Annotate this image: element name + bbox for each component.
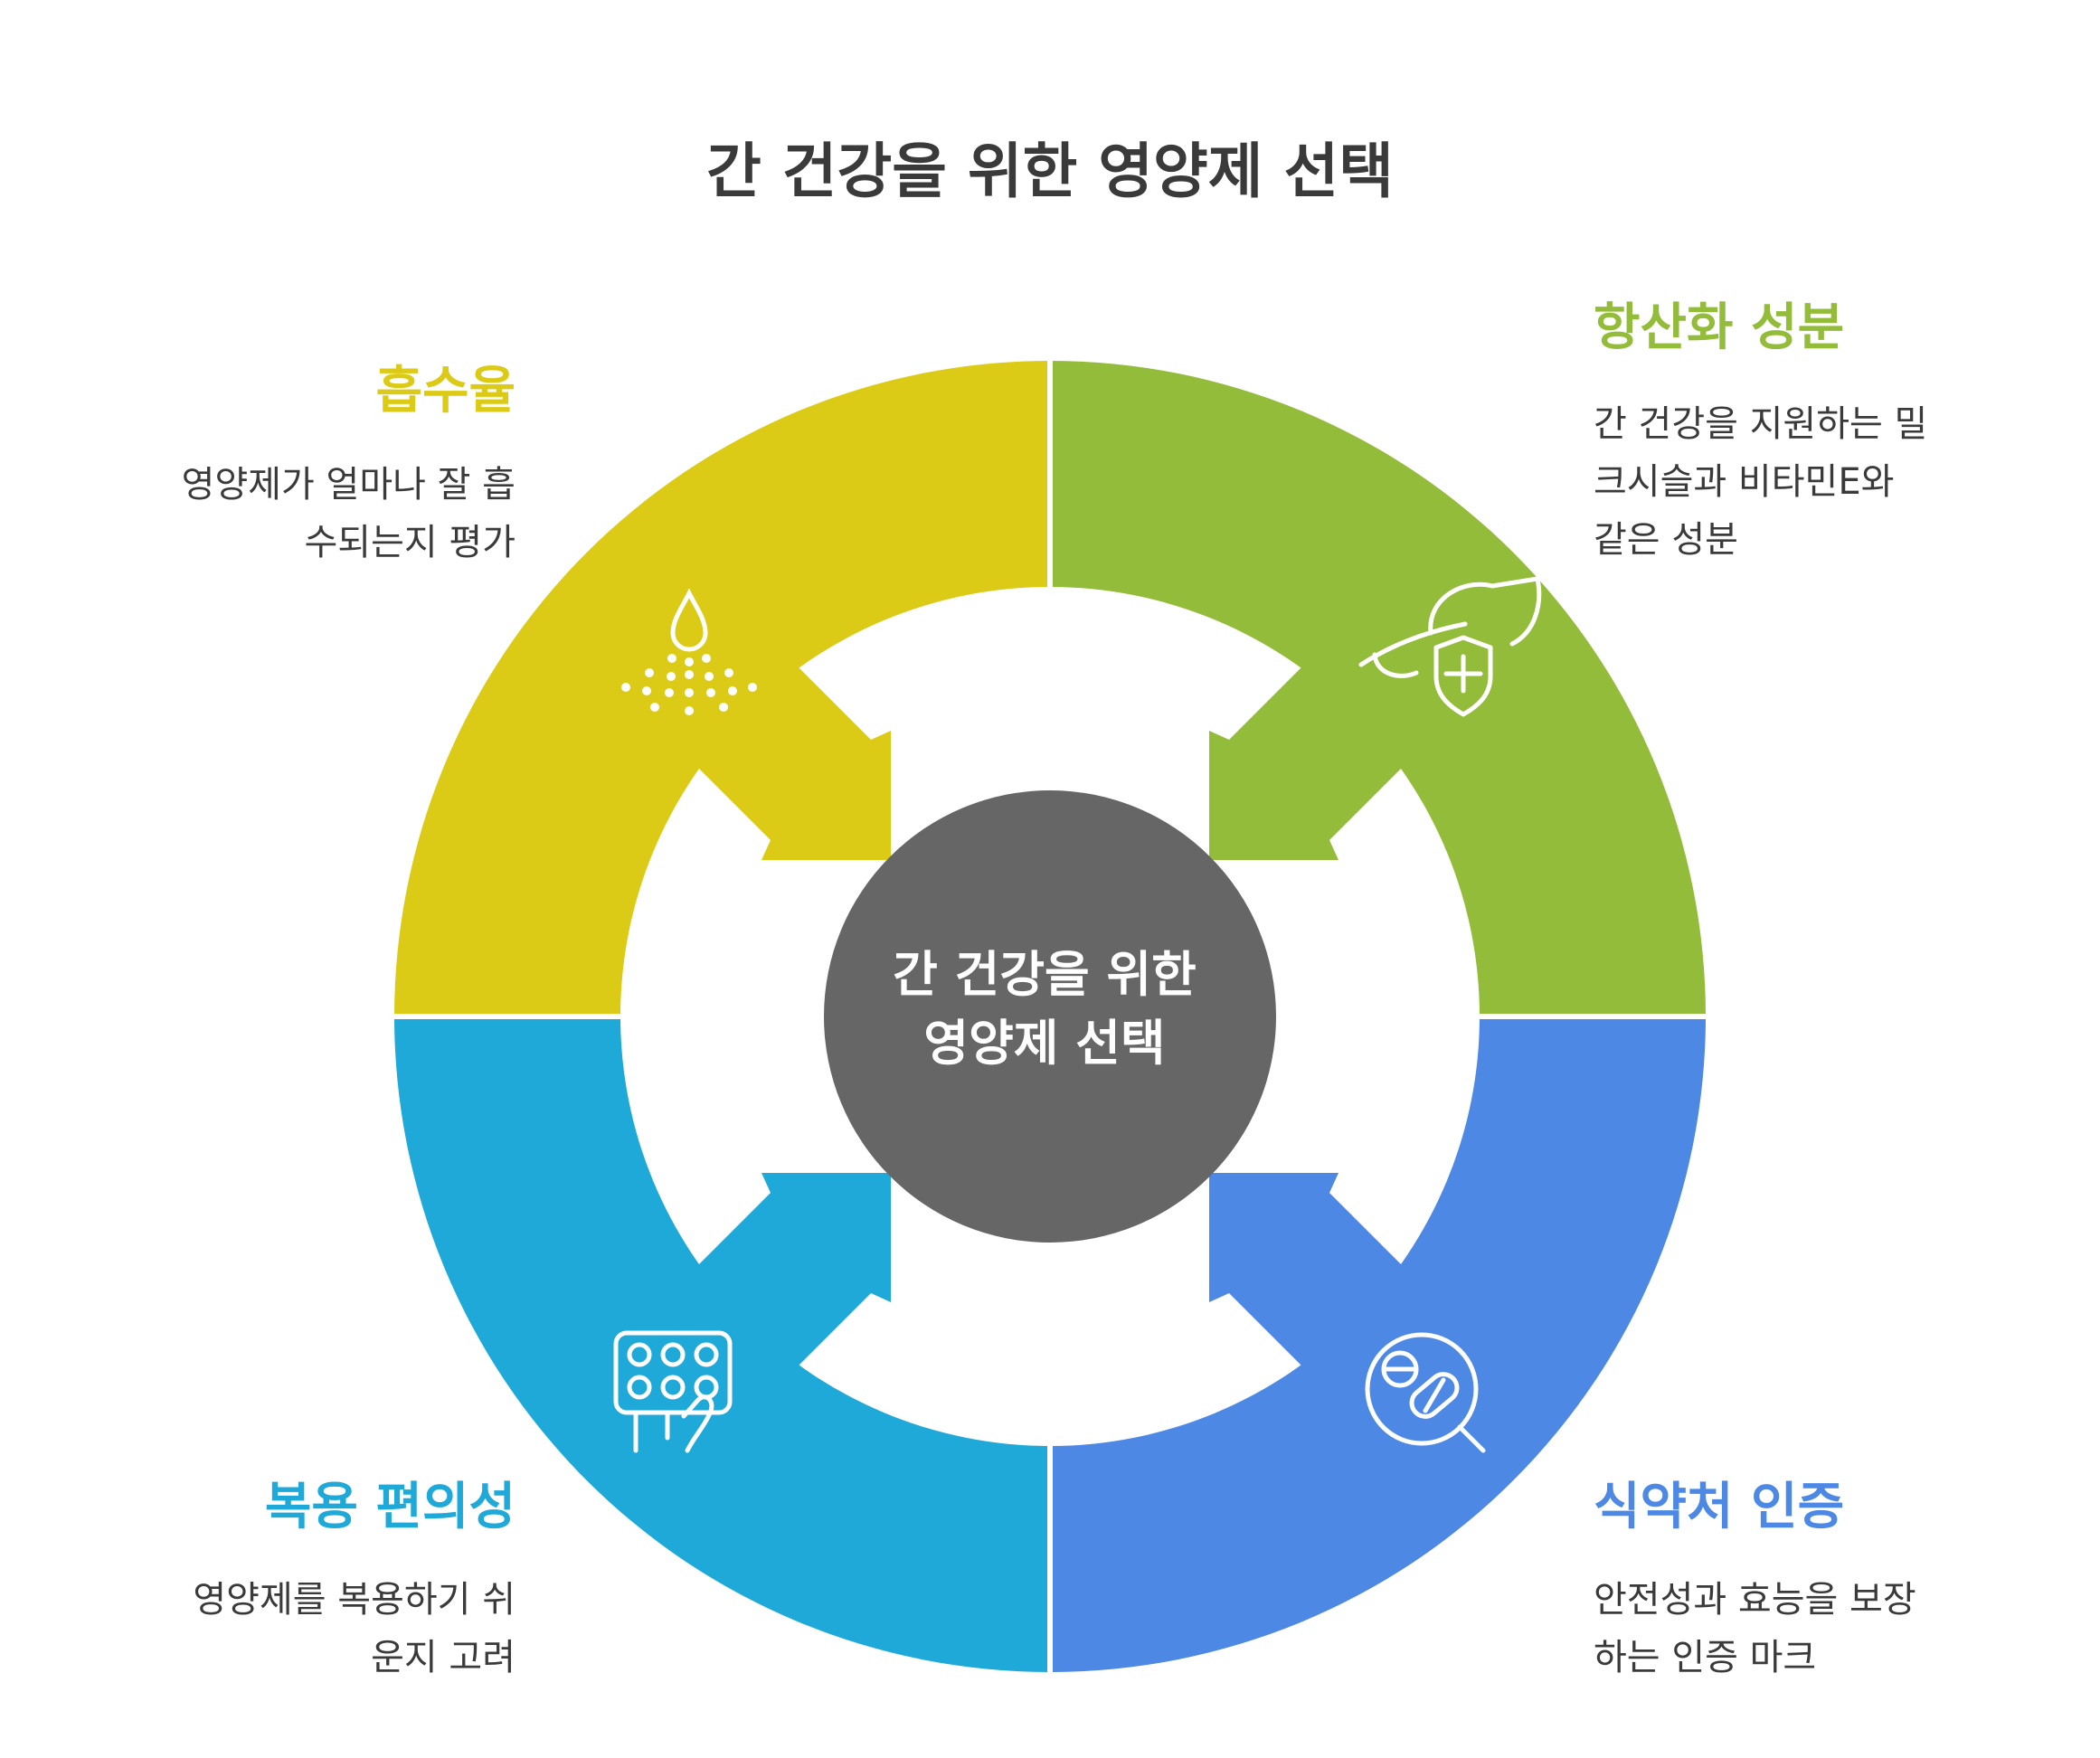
arrow-certification	[1209, 1173, 1409, 1373]
antioxidant-title: 항산화 성분	[1594, 298, 1845, 357]
pill-blister-hand-icon	[613, 1330, 733, 1453]
page-title: 간 건강을 위한 영양제 선택	[706, 137, 1394, 206]
segment-antioxidant	[1050, 361, 1706, 1016]
arrow-convenience	[691, 1173, 891, 1373]
center-label: 간 건강을 위한 영양제 선택	[893, 946, 1197, 1072]
absorption-description: 영양제가 얼마나 잘 흡 수되는지 평가	[181, 464, 516, 563]
certification-title: 식약처 인증	[1594, 1478, 1845, 1536]
convenience-title: 복용 편의성	[264, 1478, 516, 1536]
absorption-title: 흡수율	[375, 362, 516, 421]
center-circle	[824, 790, 1276, 1243]
segment-absorption	[394, 361, 1050, 1016]
certification-description: 안전성과 효능을 보장 하는 인증 마크	[1594, 1579, 1916, 1678]
convenience-description: 영양제를 복용하기 쉬 운지 고려	[193, 1579, 516, 1678]
segment-convenience	[394, 1016, 1050, 1672]
arrow-antioxidant	[1209, 660, 1409, 860]
water-drop-absorption-icon	[621, 588, 757, 715]
arrow-absorption	[691, 660, 891, 860]
segment-certification	[1050, 1016, 1706, 1672]
leaf-shield-plus-icon	[1358, 576, 1542, 717]
pill-magnifier-icon	[1365, 1332, 1486, 1453]
segment-dividers	[386, 353, 1714, 1680]
antioxidant-description: 간 건강을 지원하는 밀 크시슬과 비타민E와 같은 성분	[1594, 403, 1928, 561]
